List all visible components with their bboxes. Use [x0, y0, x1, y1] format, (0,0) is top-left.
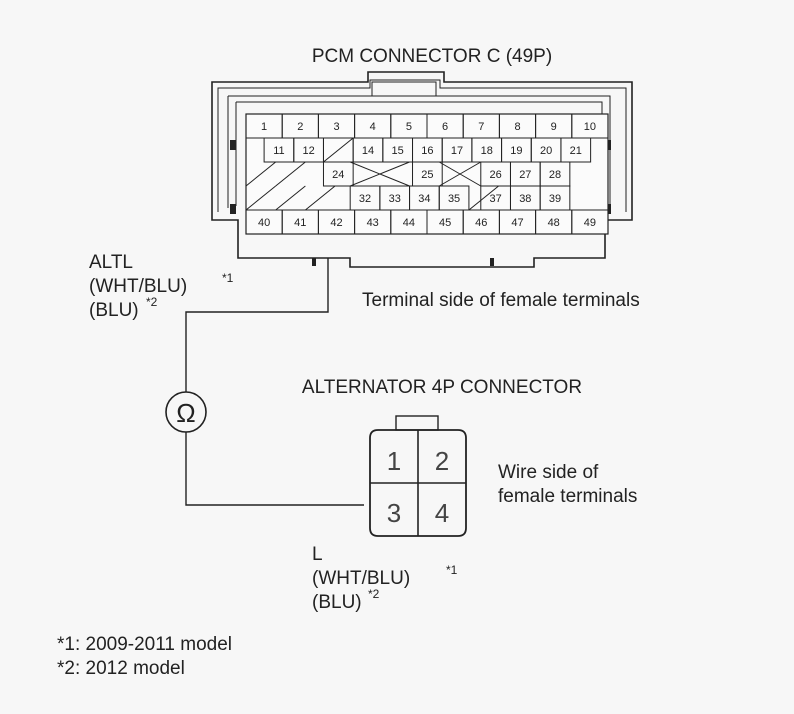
pcm-terminal-10: 10: [584, 121, 596, 133]
altl-note-2: *2: [146, 295, 158, 309]
unused-terminal-mark: [349, 161, 410, 187]
pcm-terminal-44: 44: [403, 217, 415, 229]
pcm-terminal-8: 8: [514, 121, 520, 133]
pcm-terminal-5: 5: [406, 121, 412, 133]
pcm-terminal-32: 32: [359, 193, 371, 205]
pcm-terminal-33: 33: [389, 193, 401, 205]
altl-name: ALTL: [89, 252, 133, 273]
unused-terminal-mark: [305, 185, 336, 211]
pcm-connector-housing: [211, 71, 633, 268]
pcm-terminal-12: 12: [303, 145, 315, 157]
l-name: L: [312, 544, 323, 565]
alt-terminal-4: 4: [435, 498, 449, 528]
pcm-terminal-47: 47: [511, 217, 523, 229]
alt-caption-line-2: female terminals: [498, 486, 637, 507]
pcm-terminal-43: 43: [367, 217, 379, 229]
pcm-terminal-39: 39: [549, 193, 561, 205]
pcm-terminal-15: 15: [392, 145, 404, 157]
unused-terminal-mark: [468, 185, 499, 211]
alternator-connector: 1 2 3 4: [369, 415, 467, 537]
pcm-terminal-49: 49: [584, 217, 596, 229]
alt-terminal-1: 1: [387, 446, 401, 476]
pcm-terminal-16: 16: [421, 145, 433, 157]
l-color-2: (BLU): [312, 592, 362, 613]
unused-terminal-mark: [323, 137, 354, 163]
pcm-terminal-34: 34: [418, 193, 430, 205]
altl-note-1: *1: [222, 271, 234, 285]
l-color-1: (WHT/BLU): [312, 568, 410, 589]
pcm-terminal-11: 11: [273, 145, 284, 157]
l-label: L (WHT/BLU) *1 (BLU) *2: [312, 544, 458, 613]
ohmmeter-icon: Ω: [165, 391, 207, 433]
altl-color-2: (BLU): [89, 300, 139, 321]
pcm-terminal-45: 45: [439, 217, 451, 229]
ohm-symbol: Ω: [176, 398, 195, 428]
unused-terminal-mark: [438, 161, 482, 187]
pcm-terminal-19: 19: [510, 145, 522, 157]
alt-terminal-2: 2: [435, 446, 449, 476]
pcm-terminal-37: 37: [490, 193, 502, 205]
pcm-terminal-27: 27: [519, 169, 531, 181]
altl-label: ALTL (WHT/BLU) *1 (BLU) *2: [89, 252, 234, 321]
pcm-terminal-28: 28: [549, 169, 561, 181]
pcm-caption: Terminal side of female terminals: [362, 290, 640, 311]
alt-terminal-3: 3: [387, 498, 401, 528]
unused-terminal-mark: [245, 161, 276, 187]
footnote-1: *1: 2009-2011 model: [57, 634, 232, 655]
pcm-cell-frame: [322, 161, 354, 187]
pcm-terminal-42: 42: [330, 217, 342, 229]
test-wiring: [185, 258, 364, 506]
pcm-terminal-2: 2: [297, 121, 303, 133]
pcm-terminal-1: 1: [261, 121, 267, 133]
l-note-2: *2: [368, 587, 380, 601]
alternator-connector-title: ALTERNATOR 4P CONNECTOR: [302, 377, 582, 398]
pcm-terminal-38: 38: [519, 193, 531, 205]
pcm-terminal-20: 20: [540, 145, 552, 157]
pcm-terminal-48: 48: [548, 217, 560, 229]
pcm-cell-frame: [571, 209, 609, 235]
l-note-1: *1: [446, 563, 458, 577]
pcm-terminal-40: 40: [258, 217, 270, 229]
pcm-terminal-18: 18: [481, 145, 493, 157]
pcm-terminal-35: 35: [448, 193, 460, 205]
pcm-terminal-9: 9: [551, 121, 557, 133]
pcm-terminal-14: 14: [362, 145, 374, 157]
altl-color-1: (WHT/BLU): [89, 276, 187, 297]
pcm-terminal-4: 4: [370, 121, 376, 133]
unused-terminal-mark: [245, 185, 276, 211]
pcm-terminal-46: 46: [475, 217, 487, 229]
pcm-terminal-25: 25: [421, 169, 433, 181]
pcm-terminal-24: 24: [332, 169, 344, 181]
pcm-terminal-3: 3: [333, 121, 339, 133]
pcm-terminal-26: 26: [490, 169, 502, 181]
pcm-connector-title: PCM CONNECTOR C (49P): [312, 46, 552, 67]
pcm-terminal-6: 6: [442, 121, 448, 133]
pcm-terminal-17: 17: [451, 145, 463, 157]
pcm-cell-frame: [560, 137, 592, 163]
pcm-terminal-21: 21: [570, 145, 582, 157]
footnote-2: *2: 2012 model: [57, 658, 185, 679]
pcm-terminal-41: 41: [294, 217, 306, 229]
unused-terminal-mark: [275, 185, 306, 211]
alt-caption-line-1: Wire side of: [498, 462, 599, 483]
pcm-terminal-7: 7: [478, 121, 484, 133]
unused-terminal-mark: [275, 161, 306, 187]
